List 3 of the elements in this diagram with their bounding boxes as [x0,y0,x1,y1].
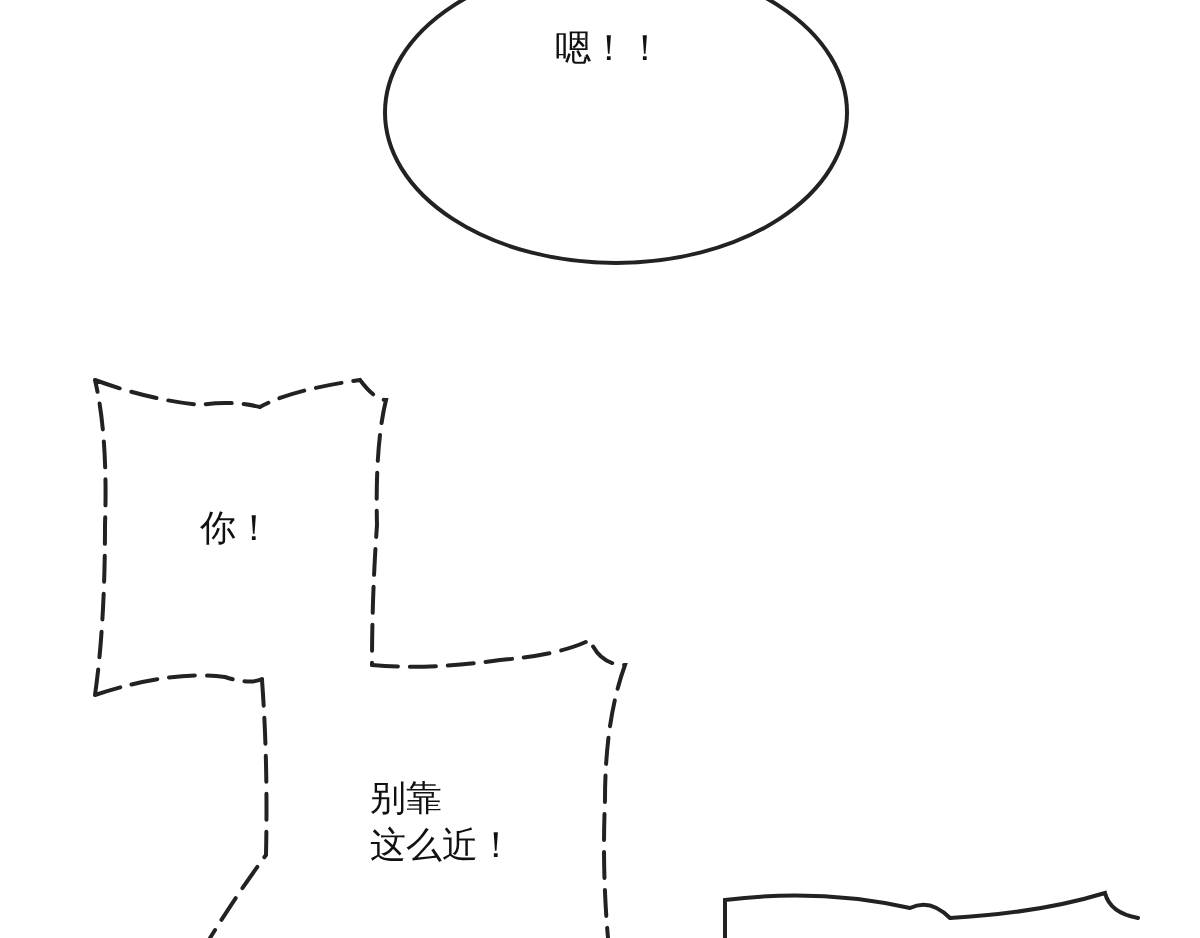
dialogue-text: 你！ [200,506,272,550]
dialogue-text: 别靠这么近！ [370,776,514,867]
dialogue-text: 嗯！！ [555,26,663,70]
